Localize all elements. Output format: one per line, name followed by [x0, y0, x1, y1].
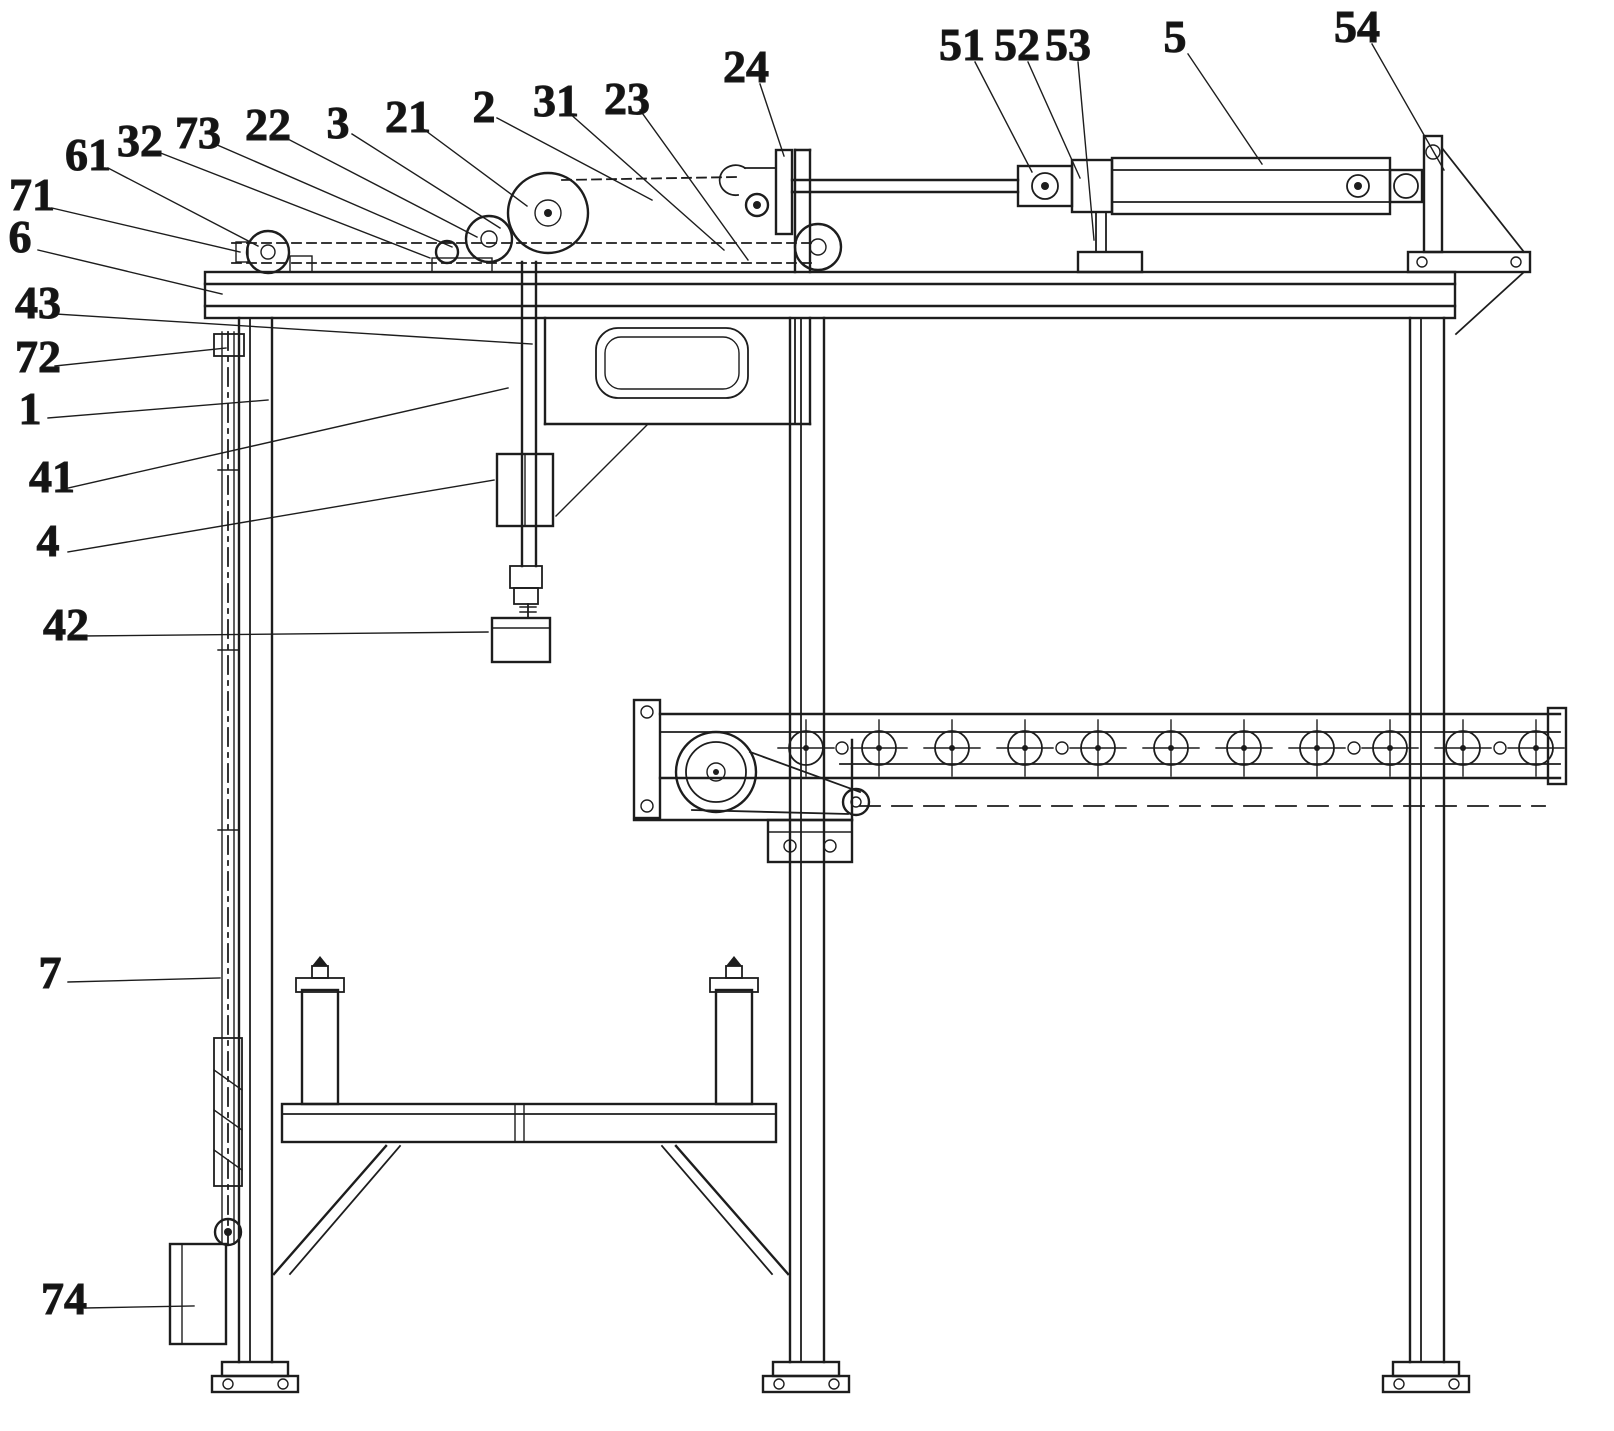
frame-structure: [203, 270, 1471, 1394]
part-label-3: 3: [327, 97, 350, 148]
part-label-53: 53: [1045, 19, 1091, 70]
part-label-6: 6: [9, 211, 32, 262]
roller-conveyor: [632, 698, 1568, 864]
part-label-22: 22: [245, 99, 291, 150]
part-label-24: 24: [723, 41, 769, 92]
part-label-31: 31: [533, 75, 579, 126]
part-label-7: 7: [39, 947, 62, 998]
chain-lift: [168, 331, 245, 1346]
part-label-42: 42: [43, 599, 89, 650]
part-label-54: 54: [1334, 1, 1380, 52]
part-label-71: 71: [9, 169, 55, 220]
hydraulic-cylinder: [790, 156, 1424, 274]
part-label-72: 72: [15, 331, 61, 382]
top-belt-conveyor: [231, 171, 843, 275]
part-label-43: 43: [15, 277, 61, 328]
part-label-23: 23: [604, 73, 650, 124]
part-label-5: 5: [1164, 11, 1187, 62]
part-label-2: 2: [473, 81, 496, 132]
hanging-rod-assembly: [490, 260, 555, 664]
part-label-32: 32: [117, 115, 163, 166]
part-label-21: 21: [385, 91, 431, 142]
leader-lines: [37, 43, 1445, 1309]
part-label-1: 1: [19, 383, 42, 434]
part-label-74: 74: [41, 1273, 87, 1324]
part-label-41: 41: [29, 451, 75, 502]
part-label-52: 52: [994, 19, 1040, 70]
cylinder-mount-bracket: [1406, 134, 1532, 336]
part-label-73: 73: [175, 107, 221, 158]
support-platform: [272, 956, 790, 1276]
part-label-4: 4: [37, 515, 60, 566]
part-label-61: 61: [65, 129, 111, 180]
hook-assembly: [718, 148, 812, 274]
beam-housing: [543, 316, 812, 517]
part-labels: 61 32 73 22 3 21 2 31 23 24 51 52 53 5 5…: [8, 1, 1381, 1325]
part-label-51: 51: [939, 19, 985, 70]
